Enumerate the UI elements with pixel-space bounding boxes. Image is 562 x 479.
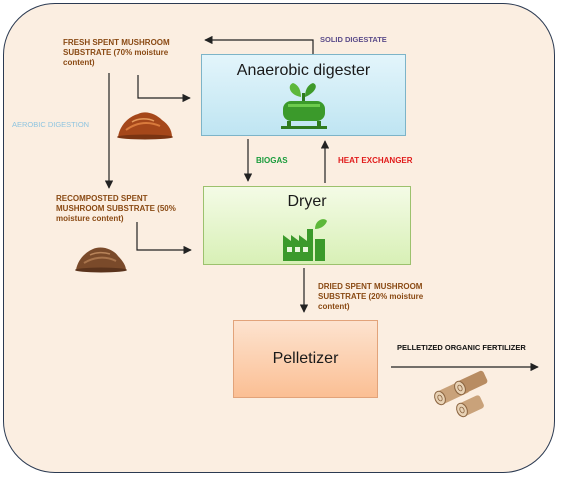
biogas-tank-icon [281,83,327,129]
fresh-sms-label: FRESH SPENT MUSHROOM SUBSTRATE (70% mois… [63,38,170,67]
fresh-sms-to-digester-arrow [137,75,191,103]
pellets-icon [434,370,488,418]
compost-pile-icon [75,247,127,273]
pelletizer-title: Pelletizer [272,350,339,367]
solid-digestate-arrow [204,35,314,54]
solid-digestate-label: SOLID DIGESTATE [320,35,387,44]
pelletizer-box: Pelletizer [233,320,378,398]
dried-sms-label: DRIED SPENT MUSHROOM SUBSTRATE (20% mois… [318,282,424,311]
dryer-box: Dryer [203,186,411,265]
recomposted-sms-label: RECOMPOSTED SPENT MUSHROOM SUBSTRATE (50… [56,194,176,223]
biogas-label: BIOGAS [256,156,288,165]
heat-exchanger-label: HEAT EXCHANGER [338,156,413,165]
dryer-title: Dryer [287,193,327,210]
pelletized-fertilizer-label: PELLETIZED ORGANIC FERTILIZER [397,343,526,352]
factory-icon [283,219,327,261]
anaerobic-digester-title: Anaerobic digester [236,62,371,79]
compost-pile-icon [117,112,173,140]
recomposted-sms-to-dryer-arrow [136,222,192,255]
anaerobic-digester-box: Anaerobic digester [201,54,406,136]
aerobic-digestion-label: AEROBIC DIGESTION [12,120,90,129]
